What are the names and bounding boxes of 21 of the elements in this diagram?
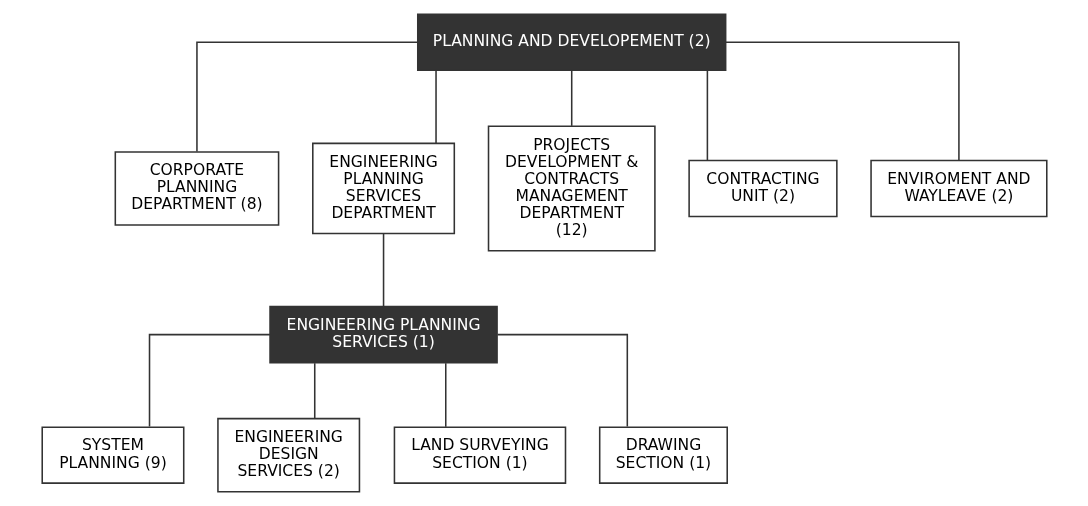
node-box: ENGINEERING PLANNING SERVICES DEPARTMENT <box>311 142 455 235</box>
node-box: LAND SURVEYING SECTION (1) <box>393 426 566 484</box>
node-box: PLANNING AND DEVELOPEMENT (2) <box>416 13 726 72</box>
connector <box>444 362 447 428</box>
node-box: DRAWING SECTION (1) <box>598 426 728 484</box>
node-box: PROJECTS DEVELOPMENT & CONTRACTS MANAGEMENT DEPARTMENT (12) <box>487 125 656 252</box>
node-box: ENGINEERING PLANNING SERVICES (1) <box>268 305 498 364</box>
node-box: ENVIROMENT AND WAYLEAVE (2) <box>869 159 1048 218</box>
connector <box>724 41 960 162</box>
connector <box>148 333 271 428</box>
connector <box>706 69 708 162</box>
node-box: CONTRACTING UNIT (2) <box>687 159 838 218</box>
connector <box>434 69 437 144</box>
node-box: ENGINEERING DESIGN SERVICES (2) <box>216 417 360 493</box>
connector <box>313 362 315 420</box>
node-box: SYSTEM PLANNING (9) <box>40 426 184 484</box>
connector <box>195 41 418 153</box>
connector <box>570 69 572 127</box>
connector <box>382 233 384 307</box>
node-box: CORPORATE PLANNING DEPARTMENT (8) <box>114 151 279 226</box>
connector <box>496 333 628 428</box>
